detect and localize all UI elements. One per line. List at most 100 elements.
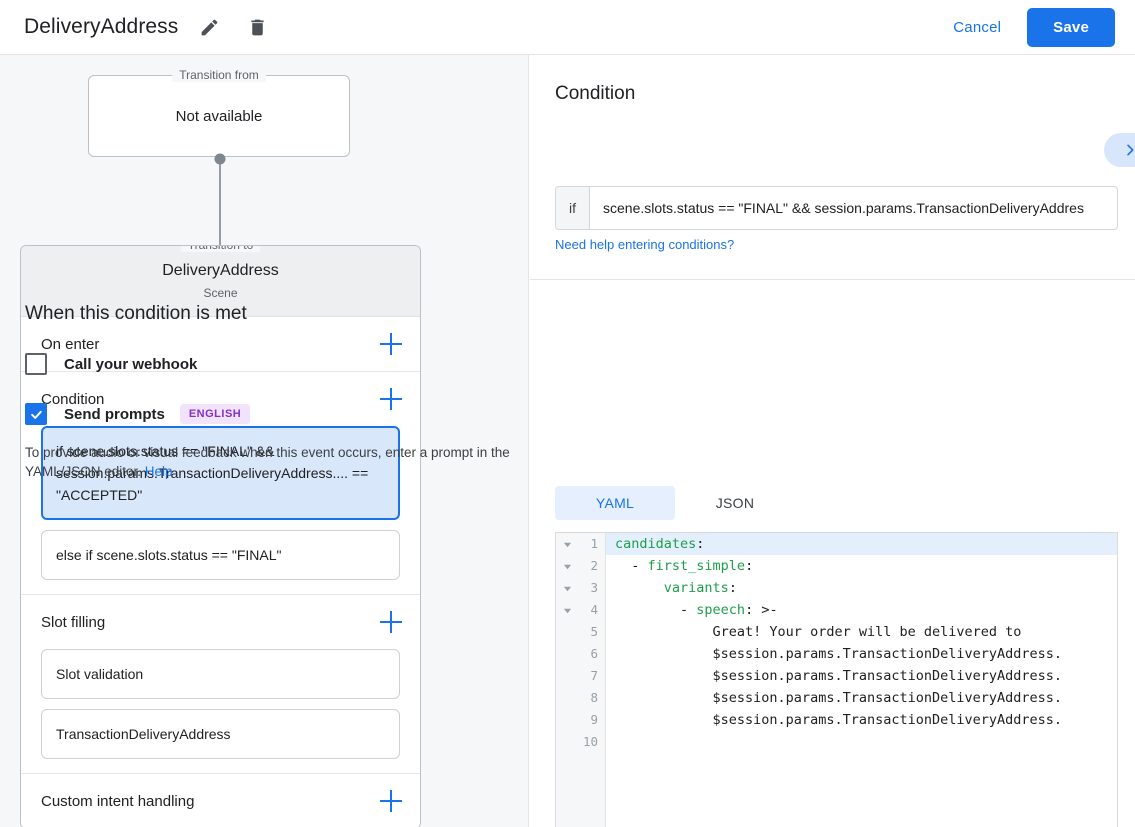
next-condition-button[interactable] xyxy=(1104,133,1135,167)
add-custom-intent-icon[interactable] xyxy=(380,790,402,812)
editor-code-line[interactable]: - first_simple: xyxy=(606,555,1117,577)
fold-toggle-icon[interactable] xyxy=(560,599,574,621)
code-token: - xyxy=(615,602,697,618)
code-token: Great! Your order will be delivered to xyxy=(615,624,1022,640)
code-token: : >- xyxy=(745,602,778,618)
fold-toggle-icon[interactable] xyxy=(560,577,574,599)
editor-line-number: 8 xyxy=(590,690,598,705)
condition-heading: Condition xyxy=(555,83,636,104)
transition-from-value: Not available xyxy=(175,107,263,125)
send-prompts-label: Send prompts xyxy=(64,405,165,423)
editor-line-number: 5 xyxy=(590,624,598,639)
section-on-enter: On enter xyxy=(21,317,420,372)
section-header-slot-filling[interactable]: Slot filling xyxy=(21,595,420,649)
fold-toggle-icon[interactable] xyxy=(560,533,574,555)
save-button[interactable]: Save xyxy=(1027,7,1115,47)
page-title: DeliveryAddress xyxy=(24,15,179,38)
section-condition: Condition if scene.slots.status == "FINA… xyxy=(21,372,420,595)
editor-line-number: 9 xyxy=(590,712,598,727)
editor-code-line[interactable]: $session.params.TransactionDeliveryAddre… xyxy=(606,665,1117,687)
editor-code-line[interactable]: candidates: xyxy=(606,533,1117,555)
editor-code-line[interactable] xyxy=(606,731,1117,753)
fold-toggle-icon[interactable] xyxy=(560,555,574,577)
left-panel: Transition from Not available Transition… xyxy=(0,55,529,827)
trash-icon-svg xyxy=(251,19,264,35)
when-met-heading: When this condition is met xyxy=(25,303,247,324)
send-prompts-checkbox[interactable] xyxy=(25,403,47,425)
list-item[interactable]: else if scene.slots.status == "FINAL" xyxy=(41,530,400,580)
section-title-slot-filling: Slot filling xyxy=(41,613,106,631)
call-webhook-checkbox[interactable] xyxy=(25,353,47,375)
editor-line-number: 7 xyxy=(590,668,598,683)
tab-yaml[interactable]: YAML xyxy=(555,486,675,520)
transition-from-legend: Transition from xyxy=(172,68,266,82)
code-token: first_simple xyxy=(647,558,746,574)
editor-code-line[interactable]: $session.params.TransactionDeliveryAddre… xyxy=(606,687,1117,709)
list-item[interactable]: if scene.slots.status == "FINAL" && sess… xyxy=(41,426,400,520)
code-token: - xyxy=(615,558,648,574)
section-custom-intent-handling: Custom intent handling xyxy=(21,774,420,827)
condition-if-label: if xyxy=(556,187,590,229)
condition-input[interactable]: if scene.slots.status == "FINAL" && sess… xyxy=(555,186,1118,230)
code-token: speech xyxy=(696,602,746,618)
panel-divider xyxy=(530,279,1135,280)
prompts-help-link[interactable]: Help xyxy=(144,464,173,479)
editor-code-line[interactable]: variants: xyxy=(606,577,1117,599)
condition-help-link[interactable]: Need help entering conditions? xyxy=(555,237,735,252)
section-title-on-enter: On enter xyxy=(41,335,100,353)
top-bar: DeliveryAddress Cancel Save xyxy=(0,0,1135,55)
section-body-condition: if scene.slots.status == "FINAL" && sess… xyxy=(21,426,420,594)
scene-type: Scene xyxy=(203,286,238,300)
section-header-custom-intent-handling[interactable]: Custom intent handling xyxy=(21,774,420,827)
editor-gutter: 1 2 3 4 5 6 7 8 9 10 xyxy=(556,533,606,827)
code-token: $session.params.TransactionDeliveryAddre… xyxy=(615,668,1063,684)
editor-code-line[interactable]: - speech: >- xyxy=(606,599,1117,621)
editor-line-number: 2 xyxy=(590,558,598,573)
pencil-icon[interactable] xyxy=(192,10,226,44)
list-item[interactable]: Slot validation xyxy=(41,649,400,699)
section-header-on-enter[interactable]: On enter xyxy=(21,317,420,371)
send-prompts-checkbox-row[interactable]: Send prompts ENGLISH xyxy=(25,403,605,425)
code-token: : xyxy=(728,580,737,596)
section-header-condition[interactable]: Condition xyxy=(21,372,420,426)
cancel-button[interactable]: Cancel xyxy=(941,10,1013,45)
section-slot-filling: Slot filling Slot validation Transaction… xyxy=(21,595,420,774)
list-item[interactable]: TransactionDeliveryAddress xyxy=(41,709,400,759)
body-area: Transition from Not available Transition… xyxy=(0,55,1135,827)
prompts-description: To provide audio or visual feedback when… xyxy=(25,443,588,481)
section-title-condition: Condition xyxy=(41,390,105,408)
editor-code-line[interactable]: $session.params.TransactionDeliveryAddre… xyxy=(606,709,1117,731)
trash-icon[interactable] xyxy=(240,10,274,44)
editor-line-number: 10 xyxy=(582,734,598,749)
code-token: : xyxy=(696,536,705,552)
add-condition-icon[interactable] xyxy=(380,388,402,410)
when-condition-met-block: When this condition is met Call your web… xyxy=(0,303,605,481)
add-slot-filling-icon[interactable] xyxy=(380,611,402,633)
editor-line-number: 4 xyxy=(590,602,598,617)
code-token: variants xyxy=(663,580,729,596)
code-token: : xyxy=(745,558,754,574)
editor-code-area[interactable]: candidates: - first_simple: variants: - … xyxy=(606,533,1117,827)
call-webhook-label: Call your webhook xyxy=(64,355,198,373)
scene-header[interactable]: DeliveryAddress Scene xyxy=(21,246,420,317)
chevron-right-icon xyxy=(1127,144,1134,156)
language-badge: ENGLISH xyxy=(179,404,251,424)
transition-to-card: Transition to DeliveryAddress Scene On e… xyxy=(20,245,421,827)
webhook-checkbox-row[interactable]: Call your webhook xyxy=(25,353,605,375)
condition-expression-value[interactable]: scene.slots.status == "FINAL" && session… xyxy=(603,200,1084,216)
pencil-icon-svg xyxy=(201,19,218,35)
code-token: $session.params.TransactionDeliveryAddre… xyxy=(615,646,1063,662)
editor-line-number: 3 xyxy=(590,580,598,595)
scene-name: DeliveryAddress xyxy=(162,262,279,279)
code-token: $session.params.TransactionDeliveryAddre… xyxy=(615,712,1063,728)
tab-json[interactable]: JSON xyxy=(715,495,755,511)
editor-line-number: 1 xyxy=(590,536,598,551)
editor-code-line[interactable]: $session.params.TransactionDeliveryAddre… xyxy=(606,643,1117,665)
code-token xyxy=(615,580,664,596)
add-on-enter-icon[interactable] xyxy=(380,333,402,355)
editor-line-number: 6 xyxy=(590,646,598,661)
code-token: candidates xyxy=(615,536,697,552)
editor-code-line[interactable]: Great! Your order will be delivered to xyxy=(606,621,1117,643)
